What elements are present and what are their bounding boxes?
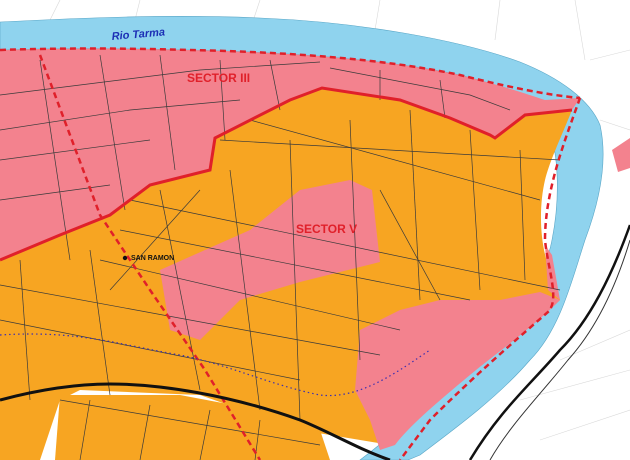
highway-main: [0, 382, 391, 460]
pink-zone-east-edge: [545, 245, 560, 300]
sector-boundary-dashed-east: [399, 97, 582, 460]
sector-v-label: SECTOR V: [296, 222, 357, 236]
sector-boundary-dashed-north: [0, 47, 581, 100]
highway-east: [468, 224, 630, 460]
sector-boundary-solid: [0, 86, 573, 262]
sector-iii-area: [0, 48, 580, 260]
trail-dotted: [0, 333, 431, 397]
river-label: Rio Tarma: [111, 26, 165, 43]
sector-boundary-dashed-diagonal: [38, 54, 262, 460]
pink-zone-southeast: [355, 292, 560, 450]
railway-east: [489, 239, 630, 460]
san-ramon-label: SAN RAMON: [131, 255, 174, 262]
sector-iii-label: SECTOR III: [187, 71, 250, 85]
san-ramon-marker[interactable]: [122, 255, 128, 261]
sector-patch-east: [612, 138, 630, 172]
